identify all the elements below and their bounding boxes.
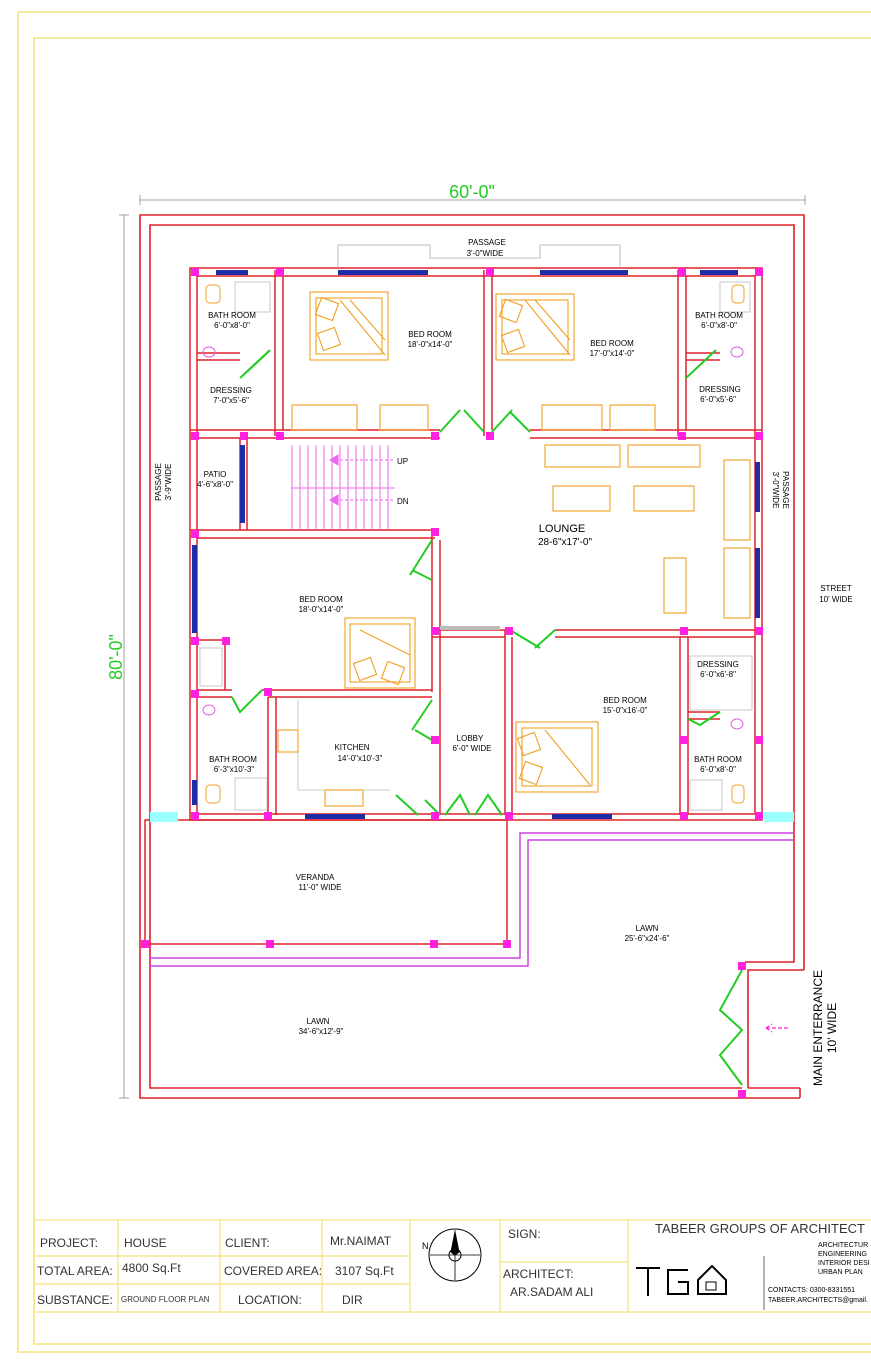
- lobby-name: LOBBY: [457, 734, 484, 743]
- width-dimension: 60'-0": [449, 182, 495, 202]
- sign-label: SIGN:: [508, 1227, 541, 1241]
- bed-1-name: BED ROOM: [408, 330, 452, 339]
- email-text: TABEER.ARCHITECTS@gmail.: [768, 1297, 868, 1304]
- dressing-tl-size: 7'-0"x5'-6": [213, 396, 249, 405]
- house-walls: [144, 244, 794, 967]
- north-compass-icon: [428, 1228, 482, 1282]
- service-1: ARCHITECTUR: [818, 1242, 868, 1249]
- boundary-wall: [139, 214, 805, 1099]
- passage-left-name: PASSAGE: [154, 463, 163, 501]
- bed-2-size: 17'-0"x14'-0": [590, 349, 635, 358]
- sheet-border: [17, 11, 871, 1353]
- room-labels: PASSAGE 3'-0"WIDE BATH ROOM 6'-0"x8'-0" …: [154, 238, 853, 1086]
- doors: [231, 349, 744, 1086]
- kitchen-name: KITCHEN: [334, 743, 369, 752]
- height-dimension: 80'-0": [106, 634, 126, 680]
- passage-right-name: PASSAGE: [781, 471, 790, 509]
- substance-value: GROUND FLOOR PLAN: [121, 1295, 210, 1304]
- bed-2-name: BED ROOM: [590, 339, 634, 348]
- bath-bl-name: BATH ROOM: [209, 755, 257, 764]
- service-3: INTERIOR DESI: [818, 1260, 870, 1267]
- title-block: PROJECT: HOUSE CLIENT: Mr.NAIMAT TOTAL A…: [33, 1219, 871, 1313]
- veranda-name: VERANDA: [296, 873, 335, 882]
- passage-top-size: 3'-0"WIDE: [467, 249, 504, 258]
- veranda-size: 11'-0" WIDE: [299, 883, 342, 892]
- lawn-right-size: 25'-6"x24'-6": [625, 934, 670, 943]
- staircase: [291, 445, 395, 530]
- lobby-size: 6'-0" WIDE: [452, 744, 491, 753]
- bath-bl-size: 6'-3"x10'-3": [214, 765, 254, 774]
- contacts-text: CONTACTS: 0300-8331551: [768, 1287, 855, 1294]
- stairs-dn-label: DN: [397, 497, 409, 506]
- columns: [141, 268, 763, 1098]
- service-4: URBAN PLAN: [818, 1269, 863, 1276]
- bed-3-name: BED ROOM: [299, 595, 343, 604]
- lounge-size: 28-6"x17'-0": [538, 537, 592, 548]
- stairs-up-label: UP: [397, 457, 408, 466]
- entrance-arrow-icon: [765, 1023, 790, 1033]
- lawn-right-name: LAWN: [636, 924, 659, 933]
- bath-tr-size: 6'-0"x8'-0": [701, 321, 737, 330]
- bed-1-size: 18'-0"x14'-0": [408, 340, 453, 349]
- bath-br-name: BATH ROOM: [694, 755, 742, 764]
- firm-name: TABEER GROUPS OF ARCHITECT: [655, 1221, 865, 1236]
- firm-logo: [636, 1264, 727, 1296]
- dressing-tr-name: DRESSING: [699, 385, 741, 394]
- lawn-bottom-name: LAWN: [307, 1017, 330, 1026]
- dressing-tl-name: DRESSING: [210, 386, 252, 395]
- bed-3-size: 18'-0"x14'-0": [299, 605, 344, 614]
- covered-area-label: COVERED AREA:: [224, 1264, 322, 1278]
- street-size: 10' WIDE: [819, 595, 853, 604]
- patio-name: PATIO: [204, 470, 227, 479]
- bath-br-size: 6'-0"x8'-0": [700, 765, 736, 774]
- dressing-r2-size: 6'-0"x6'-8": [700, 670, 736, 679]
- client-value: Mr.NAIMAT: [330, 1234, 392, 1248]
- total-area-value: 4800 Sq.Ft: [122, 1261, 181, 1275]
- compass-north-label: N: [422, 1241, 429, 1251]
- bath-tl-size: 6'-0"x8'-0": [214, 321, 250, 330]
- kitchen-size: 14'-0"x10'-3": [338, 754, 383, 763]
- dressing-r2-name: DRESSING: [697, 660, 739, 669]
- dimension-lines: [119, 195, 806, 1099]
- covered-area-value: 3107 Sq.Ft: [335, 1264, 394, 1278]
- passage-left-size: 3'-9"WIDE: [164, 464, 173, 501]
- patio-size: 4'-6"x8'-0": [197, 480, 233, 489]
- substance-label: SUBSTANCE:: [37, 1293, 113, 1307]
- bath-tl-name: BATH ROOM: [208, 311, 256, 320]
- bath-tr-name: BATH ROOM: [695, 311, 743, 320]
- project-value: HOUSE: [124, 1236, 167, 1250]
- bath-fixtures: [202, 284, 745, 804]
- bed-4-name: BED ROOM: [603, 696, 647, 705]
- location-label: LOCATION:: [238, 1293, 302, 1307]
- lawn-bottom-size: 34'-6"x12'-9": [299, 1027, 344, 1036]
- total-area-label: TOTAL AREA:: [37, 1264, 113, 1278]
- dressing-tr-size: 6'-0"x5'-6": [700, 395, 736, 404]
- street-name: STREET: [820, 584, 852, 593]
- furniture: [277, 291, 751, 807]
- main-entrance-name: MAIN ENTERRANCE: [811, 970, 825, 1086]
- architect-value: AR.SADAM ALI: [510, 1285, 593, 1299]
- service-2: ENGINEERING: [818, 1251, 867, 1258]
- passage-right-size: 3'-0"WIDE: [771, 472, 780, 509]
- windows: [150, 270, 794, 822]
- project-label: PROJECT:: [40, 1236, 98, 1250]
- bed-4-size: 15'-0"x16'-0": [603, 706, 648, 715]
- passage-top-name: PASSAGE: [468, 238, 506, 247]
- location-value: DIR: [342, 1293, 363, 1307]
- main-entrance-size: 10' WIDE: [825, 1003, 839, 1053]
- client-label: CLIENT:: [225, 1236, 270, 1250]
- architect-label: ARCHITECT:: [503, 1267, 574, 1281]
- lounge-name: LOUNGE: [539, 523, 585, 535]
